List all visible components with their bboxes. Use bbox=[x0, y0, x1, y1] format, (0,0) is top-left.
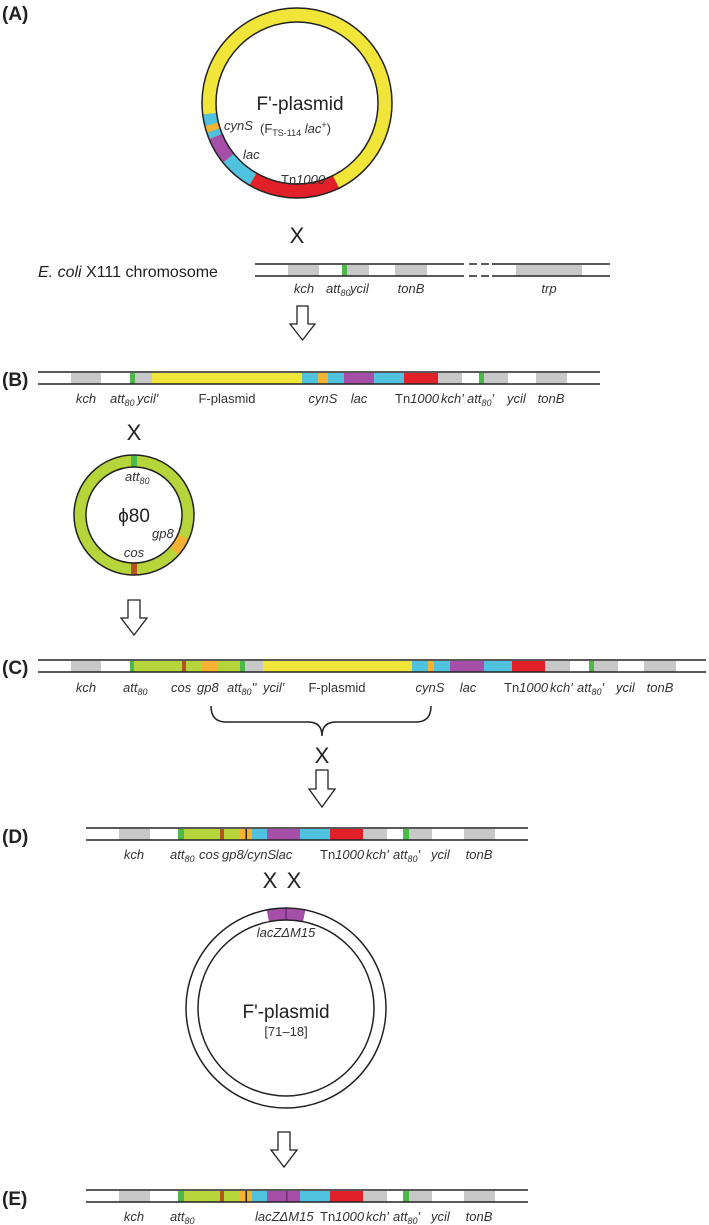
label-fplasmid-b: F-plasmid bbox=[198, 391, 255, 406]
label-ycil-prime-b: ycil' bbox=[136, 391, 159, 406]
label-tn1000-b: Tn1000 bbox=[395, 391, 440, 406]
label-att80-chrom: att80 bbox=[326, 281, 350, 298]
label-att80-phi80: att80 bbox=[125, 469, 149, 486]
label-att80-prime-c: att80' bbox=[577, 680, 604, 697]
chromosome-d bbox=[86, 827, 528, 841]
panel-label-a: (A) bbox=[2, 4, 28, 25]
f-plasmid-71-18-ring bbox=[185, 907, 387, 1109]
chromosome-e bbox=[86, 1189, 528, 1203]
label-att80-c: att80 bbox=[123, 680, 147, 697]
label-tonB-c: tonB bbox=[647, 680, 674, 695]
label-tonB-b: tonB bbox=[538, 391, 565, 406]
arc-cyan-2 bbox=[223, 153, 257, 186]
chromosome-b bbox=[38, 371, 600, 385]
label-kch-d: kch bbox=[124, 847, 144, 862]
gene-tonB bbox=[395, 265, 427, 276]
label-att80-d: att80 bbox=[170, 847, 194, 864]
cross-symbol-d-left: X bbox=[263, 868, 278, 893]
f-plasmid-outer-edge bbox=[201, 7, 393, 199]
label-kch-c: kch bbox=[76, 680, 96, 695]
label-tn1000-c: Tn1000 bbox=[504, 680, 549, 695]
label-fplasmid-c: F-plasmid bbox=[308, 680, 365, 695]
label-ycil-b: ycil bbox=[506, 391, 527, 406]
label-gp8-c: gp8 bbox=[197, 680, 219, 695]
label-trp-chrom: trp bbox=[541, 281, 556, 296]
cross-symbol-a: X bbox=[290, 223, 305, 248]
phi80-att80-site bbox=[131, 455, 137, 467]
gene-kch bbox=[288, 265, 319, 276]
gene-ycil bbox=[347, 265, 369, 276]
cross-symbol-c: X bbox=[315, 743, 330, 768]
recombination-brace bbox=[210, 705, 432, 737]
label-ycil-d: ycil bbox=[430, 847, 451, 862]
arc-cynS-orange bbox=[205, 122, 221, 133]
label-kch-prime-e: kch' bbox=[366, 1209, 389, 1224]
label-tn1000-a: Tn1000 bbox=[281, 172, 326, 187]
label-tonB-e: tonB bbox=[466, 1209, 493, 1224]
label-kch-prime-b: kch' bbox=[441, 391, 464, 406]
label-kch-chrom: kch bbox=[294, 281, 314, 296]
label-gp8-phi80: gp8 bbox=[152, 526, 174, 541]
label-cos-d: cos bbox=[199, 847, 220, 862]
label-ycil-chrom: ycil bbox=[349, 281, 370, 296]
panel-label-e: (E) bbox=[2, 1189, 27, 1210]
label-kch-b: kch bbox=[76, 391, 96, 406]
panel-label-b: (B) bbox=[2, 370, 28, 391]
label-lac-b: lac bbox=[351, 391, 368, 406]
phi80-title: ϕ80 bbox=[118, 506, 150, 527]
label-lac-d: lac bbox=[276, 847, 293, 862]
arrow-down-c-d bbox=[307, 769, 337, 809]
phi80-ring bbox=[73, 454, 195, 576]
f-plasmid-title: F'-plasmid bbox=[256, 94, 343, 115]
arrow-down-d-e bbox=[269, 1131, 299, 1169]
chromosome-title: E. coli X111 chromosome bbox=[38, 264, 218, 281]
label-cynS-c: cynS bbox=[416, 680, 445, 695]
label-kch-prime-c: kch' bbox=[550, 680, 573, 695]
label-att80-dprime-c: att80'' bbox=[227, 680, 257, 697]
label-cynS-b: cynS bbox=[309, 391, 338, 406]
label-lacZ-e: lacZΔM15 bbox=[255, 1209, 314, 1224]
label-tn1000-e: Tn1000 bbox=[320, 1209, 365, 1224]
label-ycil-e: ycil bbox=[430, 1209, 451, 1224]
label-cos-c: cos bbox=[171, 680, 192, 695]
label-lacZ-circle: lacZΔM15 bbox=[257, 925, 316, 940]
site-att80 bbox=[342, 265, 347, 276]
label-tonB-chrom: tonB bbox=[398, 281, 425, 296]
ecoli-chromosome bbox=[255, 263, 610, 277]
label-kch-e: kch bbox=[124, 1209, 144, 1224]
label-att80-prime-e: att80' bbox=[393, 1209, 420, 1225]
arrow-down-b-c bbox=[119, 599, 149, 637]
f-plasmid-subtitle: (FTS-114 lac+) bbox=[260, 120, 331, 138]
label-gp8-cynS-d: gp8/cynS bbox=[222, 847, 277, 862]
f-plasmid-ring bbox=[201, 7, 393, 199]
arc-tn1000-red bbox=[249, 173, 340, 198]
arc-lac-purple bbox=[209, 133, 235, 163]
label-kch-prime-d: kch' bbox=[366, 847, 389, 862]
phi80-cos-site bbox=[131, 563, 137, 575]
label-lac-c: lac bbox=[460, 680, 477, 695]
label-att80-prime-d: att80' bbox=[393, 847, 420, 864]
label-cos-phi80: cos bbox=[124, 545, 145, 560]
gene-trp bbox=[516, 265, 582, 276]
label-tn1000-d: Tn1000 bbox=[320, 847, 365, 862]
f-plasmid-inner-edge bbox=[215, 21, 379, 185]
chromosome-c bbox=[38, 659, 706, 673]
label-att80-prime-b: att80' bbox=[467, 391, 494, 408]
label-att80-b: att80 bbox=[110, 391, 134, 408]
label-tonB-d: tonB bbox=[466, 847, 493, 862]
phi80-gp8-arc bbox=[169, 534, 189, 556]
label-ycil-prime-c: ycil' bbox=[262, 680, 285, 695]
f-plasmid-71-18-subtitle: [71–18] bbox=[264, 1024, 307, 1039]
label-lac-a: lac bbox=[243, 147, 260, 162]
panel-label-c: (C) bbox=[2, 658, 28, 679]
panel-label-d: (D) bbox=[2, 827, 28, 848]
cross-symbol-b: X bbox=[127, 420, 142, 445]
label-att80-e: att80 bbox=[170, 1209, 194, 1225]
label-cynS-a: cynS bbox=[224, 118, 253, 133]
f-plasmid-71-18-title: F'-plasmid bbox=[242, 1002, 329, 1023]
arrow-down-a-b bbox=[288, 305, 317, 342]
cross-symbol-d-right: X bbox=[287, 868, 302, 893]
label-ycil-c: ycil bbox=[615, 680, 636, 695]
